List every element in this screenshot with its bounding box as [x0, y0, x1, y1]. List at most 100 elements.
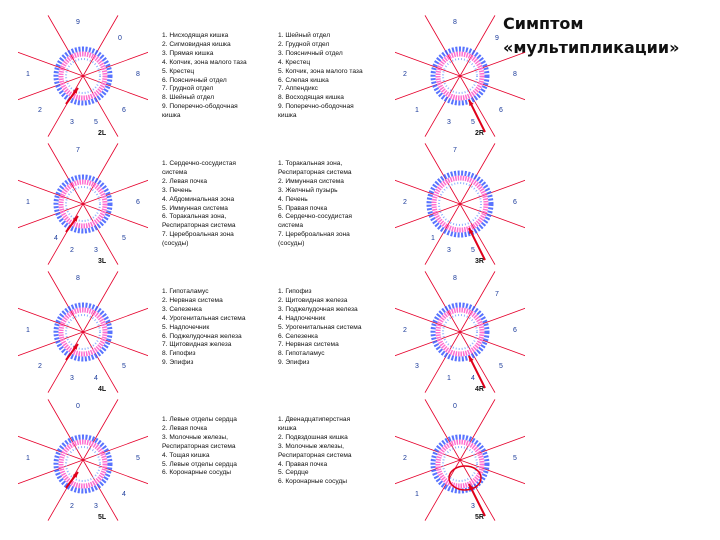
zone-list-item: (сосуды) [278, 240, 305, 248]
zone-list-item: 9. Эпифиз [162, 359, 194, 367]
zone-list-item: 1. Сердечно-сосудистая [162, 160, 236, 167]
pointer-arrow [468, 227, 486, 261]
zone-list-item: 6. Селезенка [278, 332, 318, 340]
zone-number: 5 [122, 363, 126, 370]
highlight-circle [448, 465, 482, 491]
figure-label-left: 3L [98, 258, 107, 265]
zone-ray [424, 459, 461, 521]
zone-ray [18, 331, 84, 357]
zone-list-item: 4. Абдоминальная зона [162, 195, 235, 203]
zone-list-item: 3. Поджелудочная железа [278, 305, 358, 313]
zone-list-item: 2. Щитовидная железа [278, 296, 348, 304]
zone-list-item: кишка [278, 424, 297, 432]
zone-list-item: 7. Аппендикс [278, 85, 318, 93]
zone-ray [47, 331, 84, 393]
zone-number: 5 [471, 119, 475, 126]
zone-number: 3 [70, 119, 74, 126]
zone-ray [18, 75, 84, 101]
zone-number: 7 [453, 147, 457, 154]
zone-list-item: 3. Прямая кишка [162, 49, 214, 57]
zone-list-item: 1. Левые отделы сердца [162, 416, 237, 423]
iris-ring [426, 170, 494, 238]
figure-label-left: 5L [98, 514, 107, 521]
zone-list-item: 1. Шейный отдел [278, 32, 331, 39]
zone-ray [459, 331, 496, 393]
zone-ray [395, 203, 461, 229]
zone-number: 8 [453, 275, 457, 282]
zone-number: 4 [122, 491, 126, 498]
zone-number: 3 [94, 247, 98, 254]
zone-ray [395, 51, 461, 77]
zone-number: 1 [26, 327, 30, 334]
zone-list-item: Респираторная система [278, 451, 352, 459]
zone-list-item: 5. Крестец [162, 67, 195, 75]
zone-number: 4 [94, 375, 98, 382]
zone-number: 5 [513, 455, 517, 462]
zone-list-item: 6. Коронарные сосуды [278, 478, 348, 486]
zone-list-item: Респираторная система [162, 222, 236, 230]
zone-list-item: 4. Печень [278, 195, 308, 203]
zone-ray [459, 75, 496, 137]
title-line-1: Симптом [503, 14, 584, 33]
zone-number: 0 [76, 403, 80, 410]
arrow-head [72, 216, 78, 222]
zone-ray [424, 399, 461, 461]
zone-number: 1 [415, 107, 419, 114]
zone-number: 1 [26, 71, 30, 78]
zone-list-item: 7. Нервная система [278, 341, 339, 349]
zone-number: 2 [38, 107, 42, 114]
zone-ray [424, 15, 461, 77]
zone-ray [424, 203, 461, 265]
zone-list-item: 4. Правая почка [278, 460, 328, 468]
zone-list-item: 4. Крестец [278, 58, 311, 66]
zone-list-item: 5. Урогенитальная система [278, 323, 362, 331]
zone-list-item: 8. Гипоталамус [278, 350, 325, 358]
zone-list-item: 6. Поджелудочная железа [162, 332, 242, 340]
zone-list-item: 7. Щитовидная железа [162, 341, 232, 349]
zone-ray [395, 435, 461, 461]
arrow-head [469, 100, 474, 106]
zone-number: 8 [76, 275, 80, 282]
zone-number: 0 [118, 35, 122, 42]
zone-number: 2 [70, 503, 74, 510]
zone-ray [424, 271, 461, 333]
figure-label-right: 5R [475, 514, 484, 521]
zone-number: 5 [122, 235, 126, 242]
zone-list-item: 6. Сердечно-сосудистая [278, 213, 352, 221]
zone-list-item: 8. Шейный отдел [162, 94, 215, 102]
zone-number: 8 [136, 71, 140, 78]
zone-number: 2 [403, 199, 407, 206]
zone-ray [459, 271, 496, 333]
zone-number: 1 [431, 235, 435, 242]
zone-number: 1 [415, 491, 419, 498]
zone-number: 7 [495, 291, 499, 298]
zone-list-item: 3. Селезенка [162, 305, 202, 313]
zone-list-item: 7. Цереброальная зона [162, 231, 234, 239]
zone-ray [47, 271, 84, 333]
zone-number: 2 [403, 327, 407, 334]
zone-list-item: 1. Нисходящая кишка [162, 32, 229, 39]
zone-ray [18, 51, 84, 77]
zone-ray [82, 399, 119, 461]
zone-number: 5 [471, 247, 475, 254]
zone-list-item: 4. Урогенитальная система [162, 314, 246, 322]
arrow-head [72, 88, 78, 94]
zone-list-item: 6. Поясничный отдел [162, 76, 227, 84]
zone-number: 9 [76, 19, 80, 26]
zone-ray [459, 435, 525, 461]
zone-list-item: кишка [162, 112, 181, 120]
zone-ray [424, 331, 461, 393]
zone-number: 6 [499, 107, 503, 114]
zone-ray [459, 51, 525, 77]
iris-ring [53, 434, 113, 494]
zone-ray [47, 75, 84, 137]
zone-ray [459, 331, 525, 357]
